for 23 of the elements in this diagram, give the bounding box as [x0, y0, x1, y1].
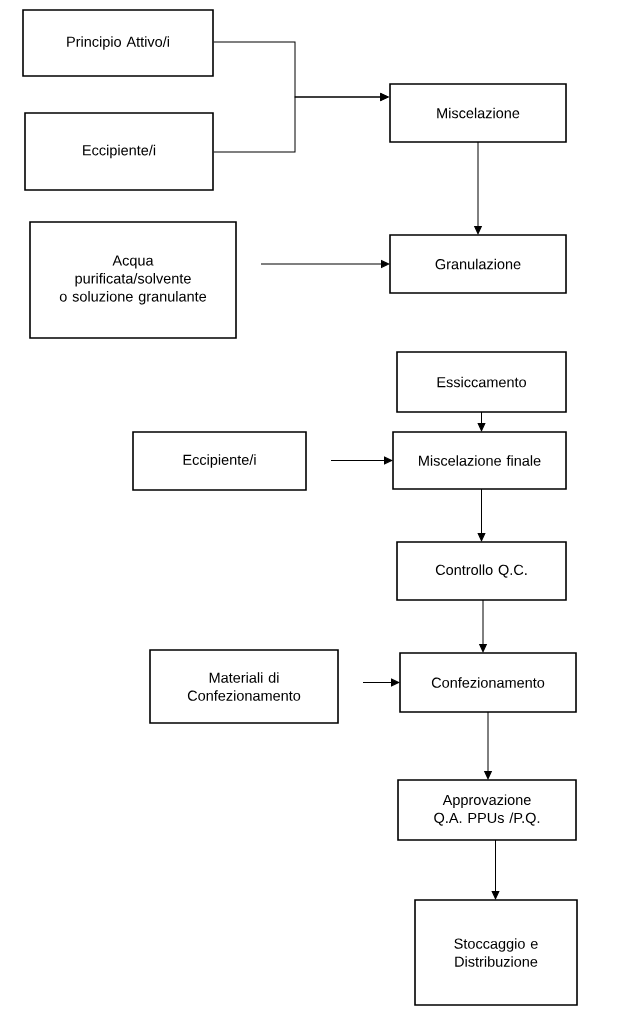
arrow	[477, 411, 486, 432]
arrow	[474, 141, 482, 235]
arrow	[484, 711, 492, 780]
arrow	[260, 260, 390, 268]
process-box: Materiali di Confezionamento	[149, 649, 339, 724]
process-box: Acqua purificata/solvente o soluzione granulante	[29, 221, 237, 339]
process-box: Confezionamento	[399, 652, 577, 713]
process-box: Stoccaggio e Distribuzione	[414, 899, 578, 1006]
process-box: Miscelazione finale	[392, 431, 567, 490]
process-box: Eccipiente/i	[132, 431, 307, 491]
arrow	[362, 678, 400, 687]
process-box: Principio Attivo/i	[22, 9, 214, 77]
arrow	[491, 839, 500, 900]
arrow	[477, 488, 486, 542]
process-box: Approvazione Q.A. PPUs /P.Q.	[397, 779, 577, 841]
process-box: Essiccamento	[396, 351, 567, 413]
process-box: Miscelazione	[389, 83, 567, 143]
process-box: Eccipiente/i	[24, 112, 214, 191]
arrow	[330, 456, 393, 465]
arrow	[479, 599, 487, 653]
process-box: Granulazione	[389, 234, 567, 294]
process-box: Controllo Q.C.	[396, 541, 567, 601]
arrow	[213, 93, 389, 153]
